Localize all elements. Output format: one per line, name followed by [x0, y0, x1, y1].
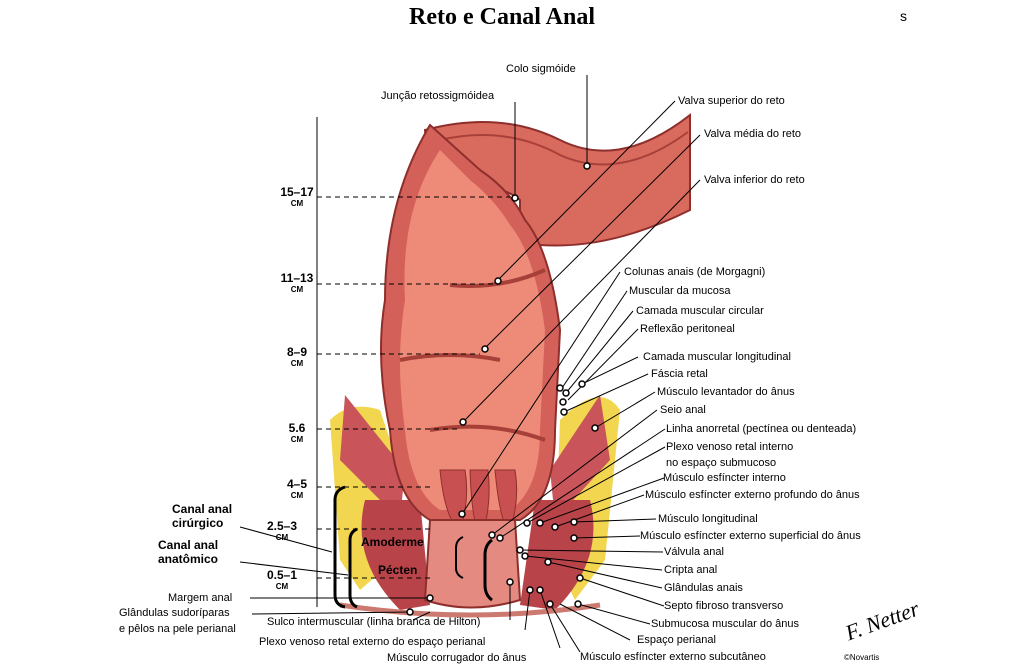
- copyright-mark: ©Novartis: [844, 653, 880, 662]
- bracket-pecten: [483, 538, 493, 602]
- bracket-amoderme: [455, 536, 464, 579]
- label-superior-rectal-valve: Valva superior do reto: [678, 95, 785, 107]
- perianal-skin: [339, 602, 601, 618]
- label-anal-columns: Colunas anais (de Morgagni): [624, 266, 766, 278]
- label-rectal-fascia: Fáscia retal: [651, 368, 708, 380]
- label-anal-sinus: Seio anal: [660, 404, 706, 416]
- pecten-label: Pécten: [378, 563, 418, 577]
- label-sweat-glands: Glândulas sudoríparas: [119, 607, 230, 619]
- label-anal-glands: Glândulas anais: [664, 582, 743, 594]
- label-circular-muscle: Camada muscular circular: [636, 305, 764, 317]
- rectal-valve-inferior: [429, 424, 546, 442]
- label-peritoneal-reflection: Reflexão peritoneal: [640, 323, 735, 335]
- title-mark: s: [900, 8, 907, 24]
- label-anal-verge: Margem anal: [168, 592, 233, 604]
- label-intersphincteric-groove: Sulco intermuscular (linha branca de Hil…: [267, 616, 481, 628]
- label-middle-rectal-valve: Valva média do reto: [704, 128, 802, 140]
- external-sphincter-right: [520, 500, 594, 610]
- levator-ani-left: [340, 395, 405, 520]
- label-inferior-rectal-valve: Valva inferior do reto: [704, 174, 805, 186]
- marker-dots: [406, 162, 599, 616]
- label-perianal-hair: e pêlos na pele perianal: [119, 623, 236, 635]
- sigmoid-inner: [439, 131, 689, 166]
- label-anal-crypt: Cripta anal: [664, 564, 718, 576]
- label-anal-valve: Válvula anal: [664, 546, 724, 558]
- label-submucosa-muscle: Submucosa muscular do ânus: [651, 618, 799, 630]
- label-perianal-space: Espaço perianal: [637, 634, 716, 646]
- page-title: Reto e Canal Anal: [409, 4, 595, 30]
- bracket-surgical: [333, 485, 346, 609]
- amoderme-label: Amoderme: [361, 535, 424, 549]
- label-sigmoid-colon: Colo sigmóide: [506, 63, 576, 75]
- label-transverse-fibrous-septum: Septo fibroso transverso: [664, 600, 784, 612]
- label-subcutaneous-external-sphincter: Músculo esfíncter externo subcutâneo: [580, 651, 766, 663]
- label-external-venous-plexus: Plexo venoso retal externo do espaço per…: [259, 636, 486, 648]
- label-internal-venous-plexus: Plexo venoso retal interno: [666, 441, 794, 453]
- label-longitudinal-muscle-layer: Camada muscular longitudinal: [643, 351, 791, 363]
- external-sphincter-left: [361, 500, 430, 610]
- label-rectosigmoid-junction: Junção retossigmóidea: [381, 90, 495, 102]
- label-deep-external-sphincter: Músculo esfíncter externo profundo do ân…: [645, 489, 860, 501]
- label-muscularis-mucosae: Muscular da mucosa: [629, 285, 731, 297]
- surgical-canal-label: Canal anal cirúrgico: [172, 502, 233, 530]
- anal-canal: [423, 519, 522, 609]
- label-superficial-external-sphincter: Músculo esfíncter externo superficial do…: [640, 530, 861, 542]
- label-longitudinal-muscle: Músculo longitudinal: [658, 513, 758, 525]
- label-submucosal-space: no espaço submucoso: [666, 457, 777, 469]
- label-internal-sphincter: Músculo esfíncter interno: [663, 472, 786, 484]
- label-levator-ani: Músculo levantador do ânus: [657, 386, 795, 398]
- label-anorectal-line: Linha anorretal (pectínea ou denteada): [666, 423, 857, 435]
- rectal-valve-middle: [399, 353, 501, 362]
- bracket-anatomic: [348, 527, 358, 609]
- label-corrugator-cutis-ani: Músculo corrugador do ânus: [387, 652, 527, 664]
- rectum-lumen: [400, 150, 545, 510]
- anatomic-canal-label: Canal anal anatômico: [158, 538, 219, 566]
